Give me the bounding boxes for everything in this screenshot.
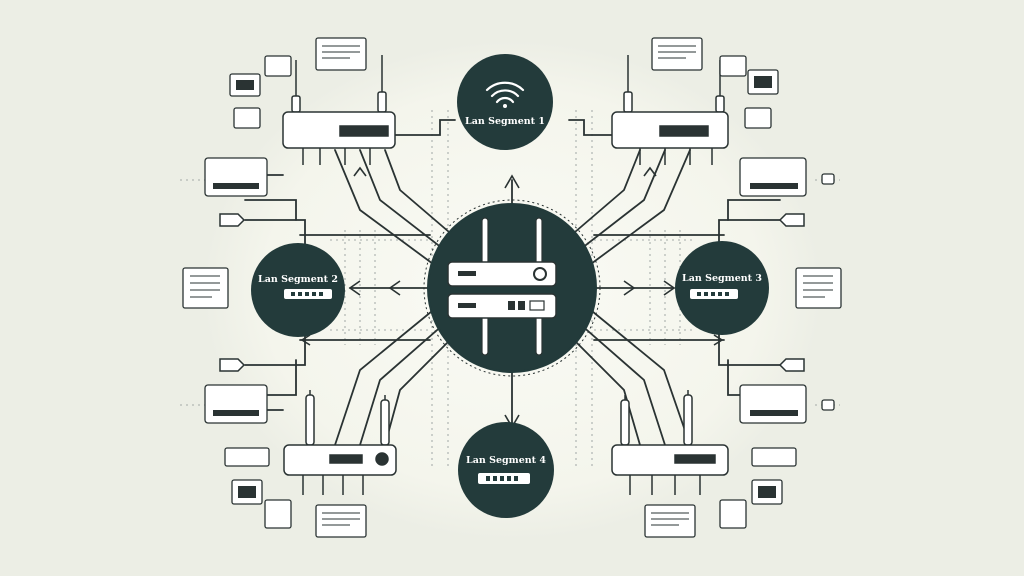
router-bottom-left — [283, 390, 397, 495]
plug-connectors — [219, 213, 805, 372]
stacked-router-icon — [447, 261, 557, 319]
segment-4-label: Lan Segment 4 — [466, 455, 546, 466]
segment-3-label: Lan Segment 3 — [682, 273, 762, 284]
lan-segment-2: Lan Segment 2 — [251, 243, 345, 337]
switch-ports-icon — [284, 289, 332, 299]
switch-ports-icon — [478, 473, 530, 484]
segment-1-label: Lan Segment 1 — [465, 116, 545, 127]
lan-segment-1: Lan Segment 1 — [457, 54, 553, 150]
router-top-right — [611, 55, 729, 165]
router-bottom-right — [611, 390, 729, 495]
wifi-icon — [485, 81, 525, 108]
switch-ports-icon — [690, 289, 738, 299]
device-details — [190, 45, 833, 526]
connection-lines — [239, 119, 791, 446]
segment-2-label: Lan Segment 2 — [258, 274, 338, 285]
device-keyboards — [213, 76, 798, 498]
central-hub — [423, 199, 601, 377]
lan-segment-4: Lan Segment 4 — [458, 422, 554, 518]
lan-segment-3: Lan Segment 3 — [675, 241, 769, 335]
router-top-left — [282, 55, 396, 165]
